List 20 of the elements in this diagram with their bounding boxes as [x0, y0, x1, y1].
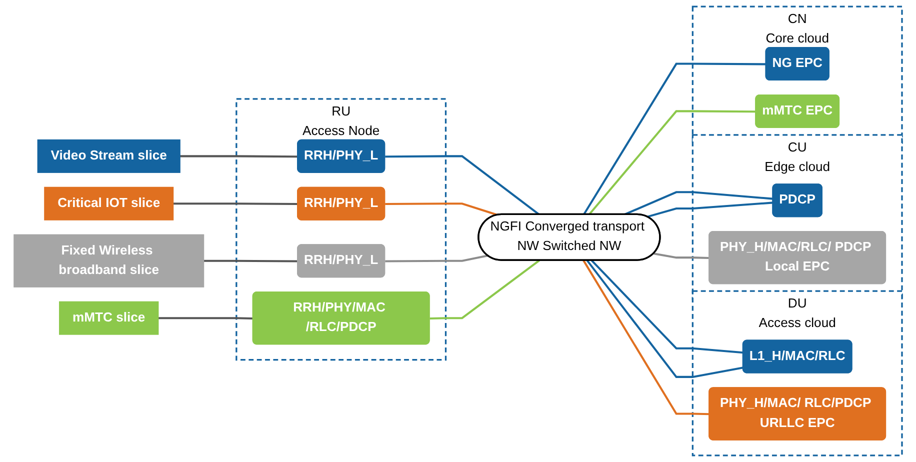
connector — [654, 252, 710, 259]
connector — [385, 202, 498, 216]
connector — [173, 202, 298, 206]
connector — [646, 202, 774, 218]
connector — [624, 191, 774, 216]
connector — [385, 254, 488, 262]
connector — [582, 260, 710, 416]
connector — [586, 260, 744, 378]
connector — [158, 317, 254, 320]
connector — [430, 260, 540, 320]
connector — [204, 260, 298, 262]
node-box: Critical IOT slice — [44, 186, 174, 220]
connector — [180, 155, 298, 158]
node-box: Fixed Wireless broadband slice — [14, 234, 204, 288]
connector — [582, 62, 766, 216]
node-box: Video Stream slice — [37, 139, 180, 173]
connector — [385, 155, 540, 216]
connector — [588, 110, 756, 216]
node-box: mMTC slice — [59, 301, 159, 335]
connector — [590, 260, 744, 354]
